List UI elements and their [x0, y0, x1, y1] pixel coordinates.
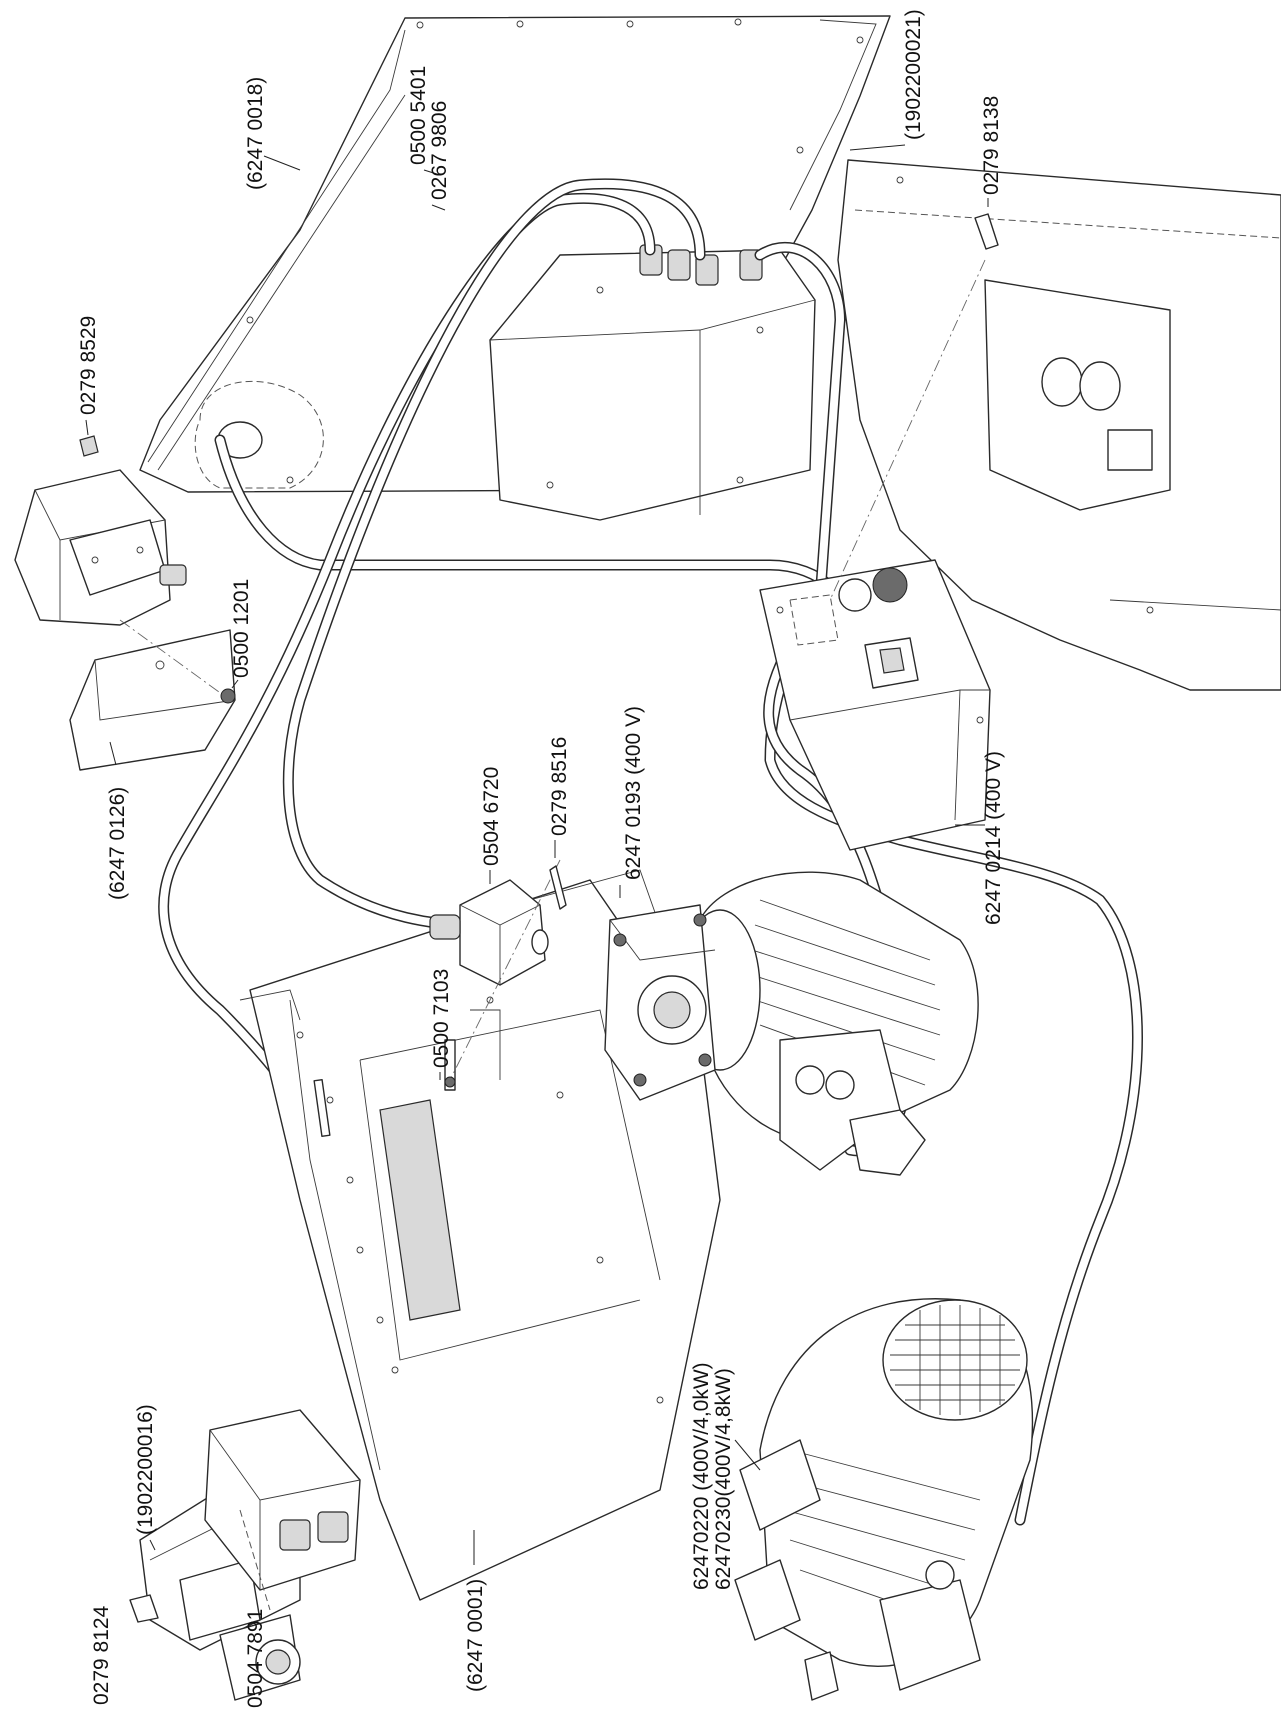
main-motor	[734, 1298, 1034, 1701]
switch-housing	[204, 1409, 361, 1591]
control-box-axis	[829, 259, 986, 601]
gear-motor	[604, 871, 979, 1176]
cover-panel-right	[837, 159, 1281, 691]
label-switch-bracket: (1902200016)	[134, 1404, 157, 1535]
label-nut-1201: 0500 1201	[230, 579, 253, 678]
bracket-axis	[119, 619, 231, 701]
label-screw-8529: 0279 8529	[77, 316, 100, 415]
screw-8516	[549, 865, 567, 910]
switch-axis	[239, 1509, 271, 1611]
switch-7891	[219, 1614, 301, 1701]
control-box	[759, 559, 991, 851]
limit-switch-axis	[449, 859, 561, 1081]
label-bracket-0126: (6247 0126)	[106, 787, 129, 900]
label-gear-motor: 6247 0193 (400 V)	[622, 706, 645, 880]
label-switch-7891: 0504 7891	[244, 1609, 267, 1708]
label-cover-panel: (1902200021)	[902, 9, 925, 140]
label-main-motor-a: 62470220 (400V/4,0kW)	[690, 1362, 713, 1590]
label-washer-9806: 0267 9806	[428, 101, 451, 200]
screw-8138	[974, 213, 999, 250]
limit-switch	[429, 879, 549, 986]
terminal-box	[489, 244, 816, 521]
nut-1201	[220, 688, 236, 704]
label-side-cover: (6247 0018)	[244, 77, 267, 190]
upper-left-motor	[14, 469, 187, 626]
screw-8124	[129, 1594, 159, 1623]
label-nut-5401: 0500 5401	[407, 66, 430, 165]
label-nut-7103: 0500 7103	[430, 969, 453, 1068]
leader-lines	[85, 144, 989, 1565]
base-frame	[239, 869, 721, 1601]
screw-8529	[79, 435, 99, 457]
label-control-box: 6247 0214 (400 V)	[982, 751, 1005, 925]
label-base-frame: (6247 0001)	[464, 1579, 487, 1692]
bracket-0126	[69, 629, 236, 771]
label-main-motor-b: 62470230(400V/4,8kW)	[712, 1368, 735, 1590]
nut-7103	[444, 1076, 456, 1088]
label-screw-8124: 0279 8124	[90, 1605, 113, 1705]
label-screw-8138: 0279 8138	[980, 96, 1003, 195]
label-screw-8516: 0279 8516	[548, 737, 571, 836]
fan-grille	[890, 1305, 1020, 1415]
label-limit-switch: 0504 6720	[480, 767, 503, 866]
part-labels: (6247 0018) (1902200021) 0500 5401 0267 …	[77, 9, 1005, 1708]
